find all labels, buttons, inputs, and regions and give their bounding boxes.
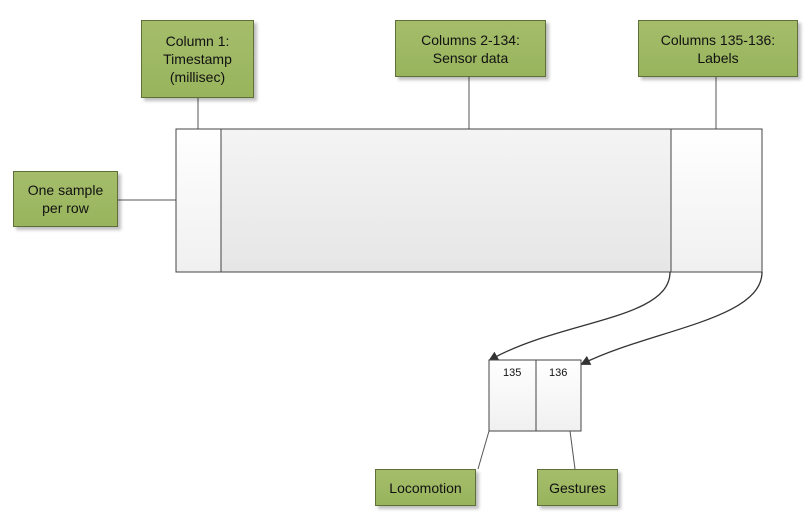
cell-135 <box>488 359 537 432</box>
label-table <box>488 359 582 432</box>
locomotion-connector <box>477 430 490 470</box>
timestamp-column <box>175 128 222 273</box>
gestures-connector <box>569 430 576 470</box>
data-table <box>175 128 763 273</box>
one-sample-label-box: One sample per row <box>13 171 118 227</box>
sensor-label-box: Columns 2-134: Sensor data <box>395 20 546 77</box>
labels-label-box: Columns 135-136: Labels <box>638 20 798 77</box>
cell-136 <box>535 359 582 432</box>
column-135-label: 135 <box>503 367 522 379</box>
sensor-columns <box>220 128 672 273</box>
gestures-label-box: Gestures <box>537 469 618 506</box>
arrow-to-135 <box>488 271 671 361</box>
arrow-to-136 <box>580 271 763 365</box>
label-columns <box>670 128 763 273</box>
column-136-label: 136 <box>549 367 568 379</box>
timestamp-label-box: Column 1: Timestamp (millisec) <box>141 20 254 98</box>
locomotion-label-box: Locomotion <box>375 469 476 506</box>
